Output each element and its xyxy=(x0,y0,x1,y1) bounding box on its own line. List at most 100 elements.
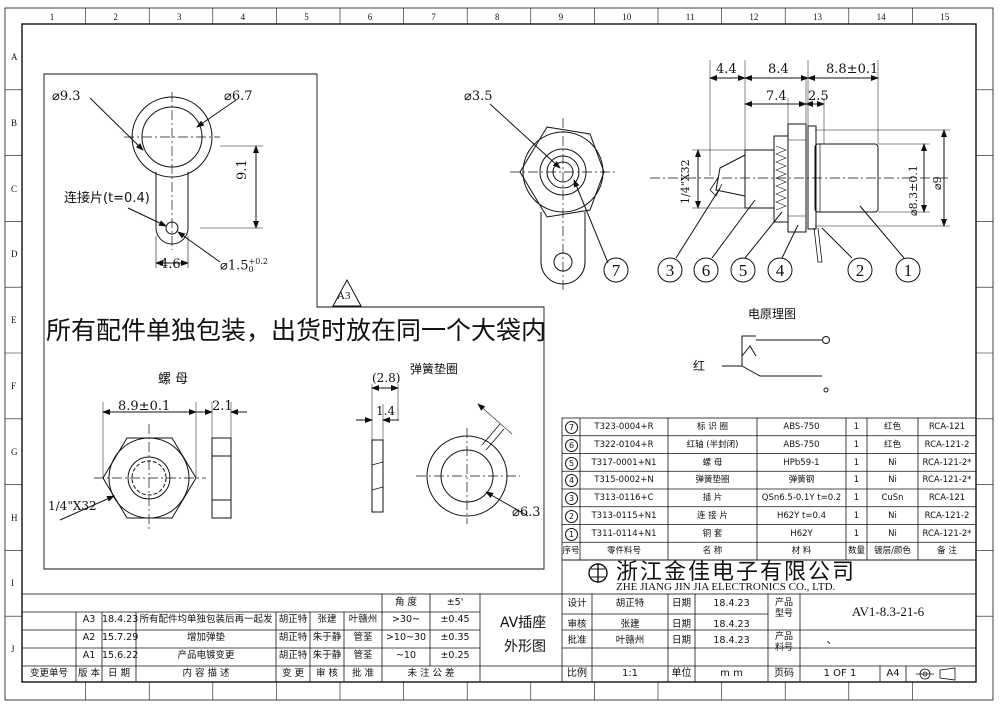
revision-cell: A3 xyxy=(82,614,96,625)
zone-label-top: 1 xyxy=(49,12,55,22)
bom-cell: 1 xyxy=(853,528,860,539)
revision-cell: A1 xyxy=(82,650,96,661)
approval-cell: 18.4.23 xyxy=(713,598,750,609)
company-name-en: ZHE JIANG JIN JIA ELECTRONICS CO., LTD. xyxy=(616,581,836,593)
dim-front-dia: ⌀3.5 xyxy=(464,89,493,104)
approval-cell: 张建 xyxy=(620,619,640,630)
approval-cell: 设计 xyxy=(567,598,587,609)
zone-label-top: 5 xyxy=(304,12,309,22)
zone-label-left: I xyxy=(11,578,14,589)
tolerance-footer: 未 注 公 差 xyxy=(407,668,455,679)
revision-cell: 张建 xyxy=(317,614,337,625)
view-frame xyxy=(43,73,545,570)
washer-drawing xyxy=(356,384,529,524)
zone-label-top: 4 xyxy=(240,12,246,22)
callout-number: 2 xyxy=(856,261,865,280)
bom-cell: T313-0116+C xyxy=(594,493,654,503)
revision-cell: 18.4.23 xyxy=(102,614,139,625)
zone-label-top: 15 xyxy=(940,12,950,22)
bom-header: 零件料号 xyxy=(606,546,641,557)
bom-item-number: 4 xyxy=(565,474,578,488)
scale-value: 1:1 xyxy=(621,668,639,679)
bom-item-number: 5 xyxy=(565,456,578,470)
callout-number: 6 xyxy=(702,261,711,280)
callout-circle xyxy=(657,257,683,283)
bom-cell: T311-0114+N1 xyxy=(591,528,657,539)
bom-cell: RCA-121-2* xyxy=(922,475,972,486)
approval-cell: 日期 xyxy=(671,619,691,630)
revision-header: 日 期 xyxy=(107,668,131,679)
revision-cell: 15.7.29 xyxy=(102,632,139,643)
tolerance-cell: ±0.35 xyxy=(440,632,470,643)
circuit-label: 红 xyxy=(693,359,706,373)
bom-cell: 1 xyxy=(853,422,860,432)
bom-cell: 1 xyxy=(853,475,860,486)
bom-cell: H62Y xyxy=(790,528,813,539)
callout-circle xyxy=(603,257,629,283)
bom-cell: ABS-750 xyxy=(783,439,820,450)
approval-cell: 胡正特 xyxy=(615,598,645,609)
approval-cell: 日期 xyxy=(671,635,691,646)
revision-cell: 朱于静 xyxy=(312,650,342,661)
dim-side-0: 4.4 xyxy=(716,62,737,77)
revision-cell: 叶赣州 xyxy=(348,614,378,625)
revision-header: 版 本 xyxy=(77,668,101,679)
revision-triangle xyxy=(332,278,362,307)
zone-label-top: 8 xyxy=(495,12,500,22)
revision-cell: 产品电镀变更 xyxy=(177,650,235,661)
revision-cell: 管荃 xyxy=(353,650,373,661)
revision-cell: 管荃 xyxy=(353,632,373,643)
bom-cell: RCA-121 xyxy=(928,422,966,432)
bom-header: 镀层/颜色 xyxy=(874,546,911,557)
part-no: 、 xyxy=(826,633,838,646)
tab-label: 连接片(t=0.4) xyxy=(64,191,150,206)
bom-cell: 螺 母 xyxy=(702,457,723,468)
unit-label: 单位 xyxy=(671,668,692,679)
bom-cell: 红色 xyxy=(883,439,901,450)
outer-border xyxy=(4,7,994,701)
callout-number: 7 xyxy=(612,261,621,280)
dim-tab-width: 4.6 xyxy=(160,257,181,272)
bom-item-number: 6 xyxy=(565,438,578,452)
bom-cell: RCA-121-2* xyxy=(922,528,972,539)
dim-side-1: 8.4 xyxy=(768,62,789,77)
part-no-label: 产品 料号 xyxy=(774,632,793,653)
bom-cell: RCA-121-2 xyxy=(924,510,970,521)
zone-label-left: H xyxy=(11,512,18,523)
bom-cell: HPb59-1 xyxy=(783,457,820,468)
front-view xyxy=(489,103,616,290)
bom-cell: Ni xyxy=(888,528,897,539)
bom-cell: RCA-121-2 xyxy=(924,439,970,450)
approval-cell: 日期 xyxy=(671,598,691,609)
revision-cell: 15.6.22 xyxy=(102,650,139,661)
zone-label-left: C xyxy=(11,183,18,194)
circuit-title: 电原理图 xyxy=(748,307,797,321)
bom-cell: 1 xyxy=(853,439,860,450)
nut-title: 螺 母 xyxy=(158,372,189,387)
callout-circle xyxy=(847,257,873,283)
bom-cell: 1 xyxy=(853,510,860,521)
revision-cell: A2 xyxy=(82,632,96,643)
approval-cell: 18.4.23 xyxy=(713,619,750,630)
bom-header: 备 注 xyxy=(937,546,957,557)
revision-cell: 胡正特 xyxy=(278,650,308,661)
dim-outer-dia: ⌀9 xyxy=(931,176,944,190)
approval-cell: 18.4.23 xyxy=(713,635,750,646)
bom-cell: RCA-121 xyxy=(928,493,966,503)
bom-cell: 红色 xyxy=(883,422,901,432)
dim-side-4: 2.5 xyxy=(808,89,829,104)
zone-label-left: D xyxy=(11,249,18,260)
callout-circle xyxy=(895,257,921,283)
page-label: 页码 xyxy=(774,668,794,679)
zone-label-top: 6 xyxy=(367,12,373,22)
bom-cell: 红轴 (半封闭) xyxy=(686,439,739,450)
revision-header: 变更单号 xyxy=(29,668,68,679)
revision-header: 变 更 xyxy=(281,668,305,679)
callout-circle xyxy=(693,257,719,283)
dim-height: 9.1 xyxy=(235,159,250,180)
zone-label-left: B xyxy=(11,117,18,128)
dim-dia-outer: ⌀9.3 xyxy=(52,89,81,104)
revision-header: 审 核 xyxy=(315,668,339,679)
nut-drawing xyxy=(59,402,247,530)
bom-cell: Ni xyxy=(888,457,897,468)
